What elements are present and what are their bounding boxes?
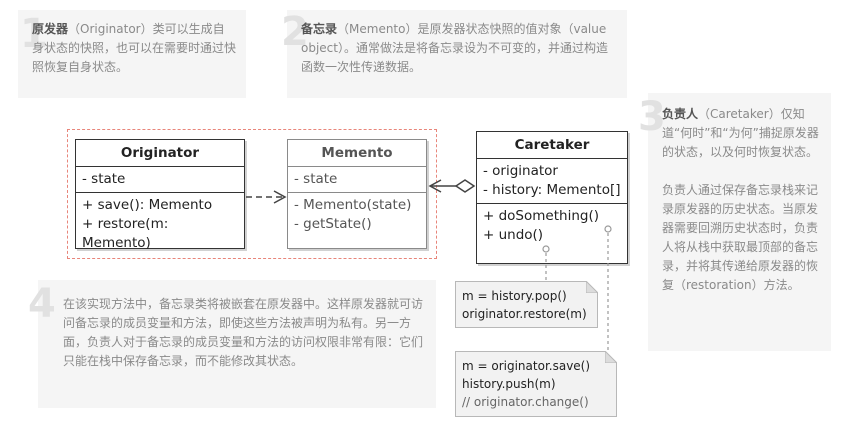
memento-method: - Memento(state) [294, 197, 412, 213]
caretaker-method: + undo() [483, 227, 544, 243]
memento-class: Memento - state - Memento(state) - getSt… [287, 139, 427, 249]
code-comment: // originator.change() [462, 395, 589, 409]
memento-fields: - state [288, 167, 426, 193]
note-2-bold: 备忘录 [301, 22, 338, 36]
originator-title: Originator [76, 140, 244, 167]
caretaker-field: - originator [483, 163, 558, 179]
fold-corner-icon [605, 351, 617, 363]
note-anchor-icon [604, 225, 612, 233]
note-1-number: 1 [20, 11, 48, 57]
note-3-number: 3 [638, 94, 666, 140]
aggregation-diamond-icon [454, 179, 476, 193]
memento-method: - getState() [294, 216, 372, 232]
caretaker-method: + doSomething() [483, 208, 599, 224]
note-3-para2: 负责人通过保存备忘录栈来记录原发器的历史状态。当原发器需要回溯历史状态时，负责人… [662, 183, 819, 292]
note-3-text: （Caretaker）仅知道“何时”和“为何”捕捉原发器的状态，以及何时恢复状态… [662, 107, 819, 159]
undo-code-note: m = history.pop() originator.restore(m) [455, 281, 598, 328]
note-3-bold: 负责人 [662, 107, 699, 121]
note-2: 2 备忘录（Memento）是原发器状态快照的值对象（value object）… [281, 10, 627, 98]
fold-corner-icon [586, 281, 598, 293]
code-line: m = originator.save() [462, 359, 591, 373]
dependency-arrowhead-icon [273, 190, 287, 204]
code-line: history.push(m) [462, 377, 556, 391]
code-line: m = history.pop() [462, 289, 567, 303]
caretaker-methods: + doSomething() + undo() [477, 204, 627, 248]
originator-method: + save(): Memento [82, 197, 213, 213]
note-4-text: 在该实现方法中，备忘录类将被嵌套在原发器中。这样原发器就可访问备忘录的成员变量和… [63, 297, 424, 368]
caretaker-field: - history: Memento[] [483, 182, 621, 198]
originator-fields: - state [76, 167, 244, 193]
note-1: 1 原发器（Originator）类可以生成自身状态的快照，也可以在需要时通过快… [18, 10, 246, 98]
note-3: 3 负责人（Caretaker）仅知道“何时”和“为何”捕捉原发器的状态，以及何… [638, 93, 831, 351]
originator-class: Originator - state + save(): Memento + r… [75, 139, 245, 251]
dosomething-code-note: m = originator.save() history.push(m) //… [455, 351, 617, 417]
note-anchor-icon [542, 245, 550, 253]
originator-method: + restore(m: Memento) [82, 216, 169, 251]
aggregation-arrowhead-icon [428, 179, 442, 193]
note-1-text: （Originator）类可以生成自身状态的快照，也可以在需要时通过快照恢复自身… [32, 22, 237, 74]
note-2-text: （Memento）是原发器状态快照的值对象（value object）。通常做法… [301, 22, 608, 74]
nested-class-boundary [67, 129, 437, 259]
note-1-bold: 原发器 [32, 22, 69, 36]
note-4-number: 4 [28, 281, 56, 327]
memento-methods: - Memento(state) - getState() [288, 193, 426, 237]
caretaker-class: Caretaker - originator - history: Mement… [476, 131, 628, 264]
originator-field: - state [82, 171, 126, 187]
caretaker-fields: - originator - history: Memento[] [477, 159, 627, 204]
memento-title: Memento [288, 140, 426, 167]
note-4: 4 在该实现方法中，备忘录类将被嵌套在原发器中。这样原发器就可访问备忘录的成员变… [28, 280, 436, 408]
code-line: originator.restore(m) [462, 307, 587, 321]
caretaker-title: Caretaker [477, 132, 627, 159]
originator-methods: + save(): Memento + restore(m: Memento) [76, 193, 244, 256]
memento-field: - state [294, 171, 338, 187]
note-2-number: 2 [281, 9, 309, 55]
